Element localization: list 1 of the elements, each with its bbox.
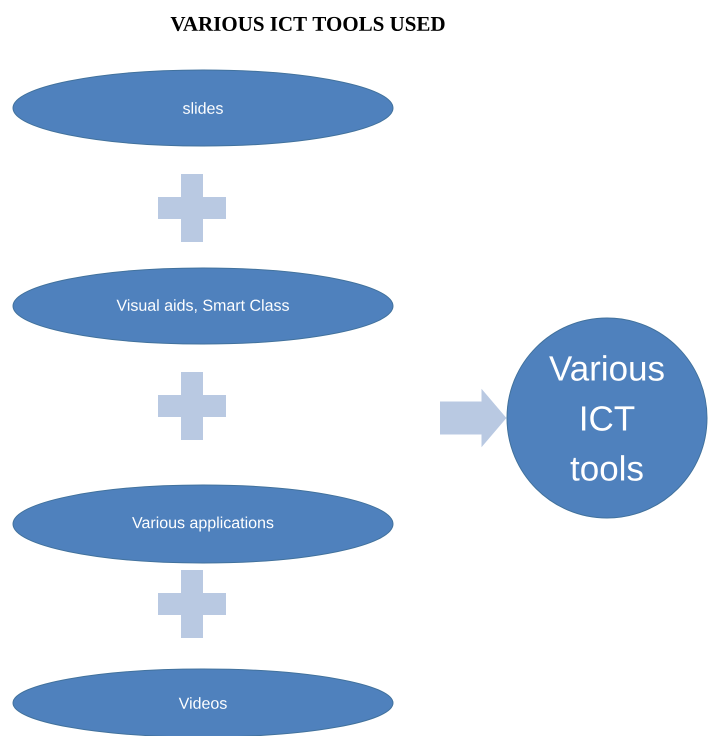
title: VARIOUS ICT TOOLS USED	[170, 16, 445, 32]
